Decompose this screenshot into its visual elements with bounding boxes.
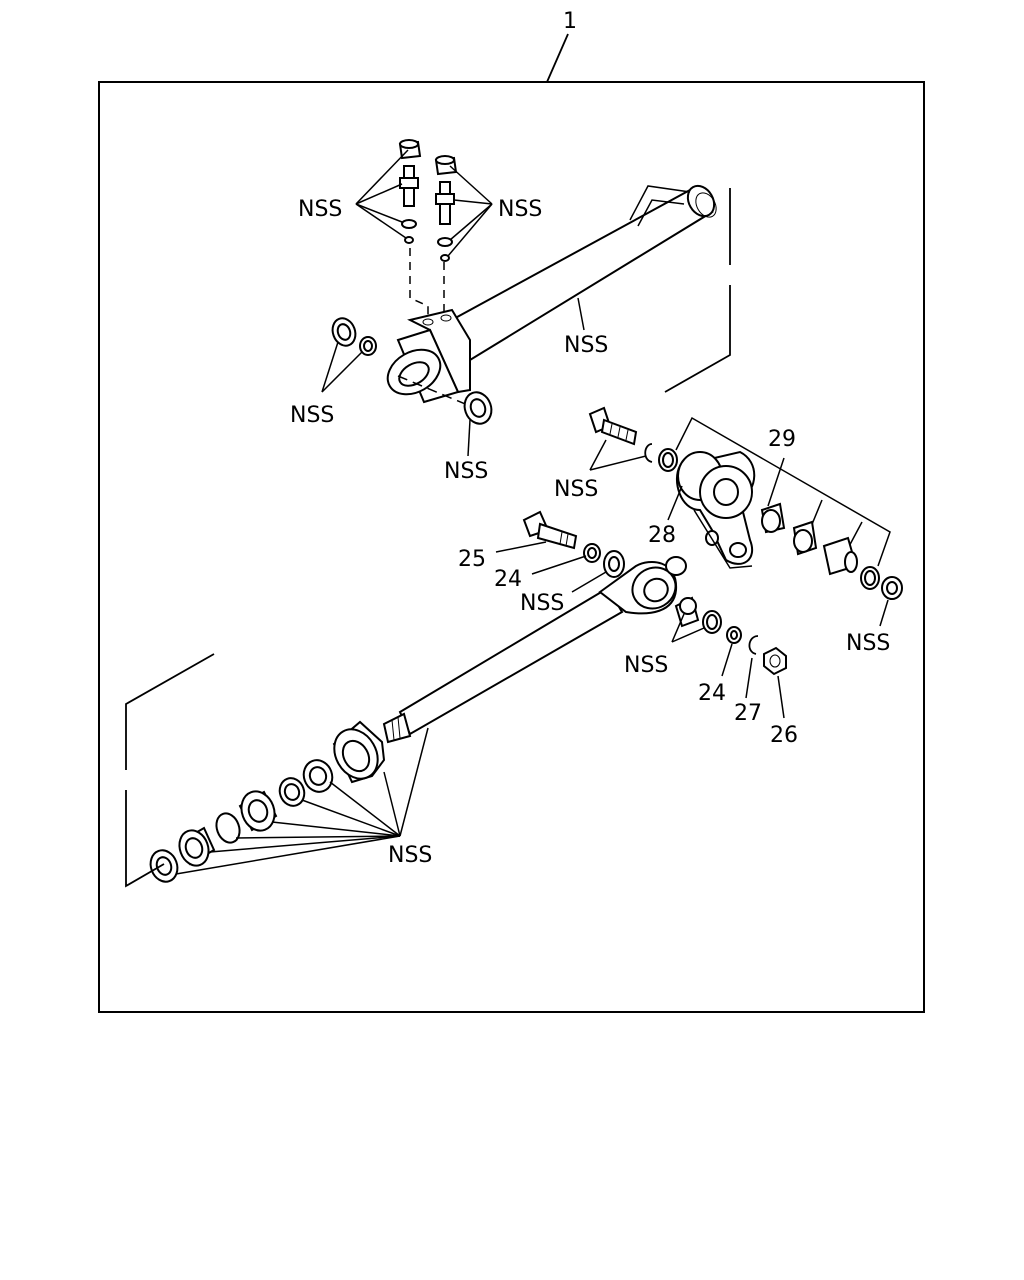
seal-stack-leaders [175, 727, 429, 875]
part-number-26: 26 [770, 723, 798, 748]
tube-leader [577, 297, 585, 331]
clevis-lower-washer [463, 391, 493, 457]
assembly-number-label: 1 [563, 9, 577, 34]
piston-seal-stack [149, 720, 386, 883]
fitting-dash-line-left [409, 248, 429, 320]
leader-nss-washer [571, 571, 607, 593]
grease-fitting-left [398, 139, 422, 244]
right-end-nut [879, 576, 903, 627]
bracket-bolt [588, 406, 638, 446]
part-number-27: 27 [734, 701, 762, 726]
eye-bushings [671, 596, 722, 643]
nss-label-eye-washer: NSS [520, 591, 564, 616]
nss-label-tube: NSS [564, 333, 608, 358]
snap-ring-27 [745, 635, 759, 699]
nss-label-fitting-left: NSS [298, 197, 342, 222]
grease-fitting-right [434, 155, 458, 262]
leader-24-upper [531, 555, 587, 575]
assembly-leader-line [546, 33, 569, 83]
nut-26 [763, 646, 787, 719]
part-number-24-upper: 24 [494, 567, 522, 592]
nss-label-clevis-washers: NSS [290, 403, 334, 428]
piston-rod [382, 556, 687, 744]
fitting-leaders [355, 149, 493, 257]
nss-label-lower-washer: NSS [444, 459, 488, 484]
pin-dash-line [397, 375, 471, 407]
part-number-25: 25 [458, 547, 486, 572]
bushing-group-29 [675, 416, 891, 590]
clevis-seal-washers [321, 317, 377, 393]
washer-24-upper [583, 543, 625, 578]
leader-28 [667, 485, 683, 521]
bracket-ring [589, 439, 678, 472]
assembly-frame [98, 81, 925, 1013]
bracket-part-28 [675, 450, 756, 569]
leader-25 [495, 541, 547, 553]
nss-label-bolt-ring: NSS [554, 477, 598, 502]
rod-eye-bolt-25 [522, 510, 578, 550]
nss-label-right-nut: NSS [846, 631, 890, 656]
nss-label-seal-stack: NSS [388, 843, 432, 868]
break-line-lower-lower [125, 790, 165, 888]
part-number-28: 28 [648, 523, 676, 548]
cylinder-tube [386, 184, 731, 404]
nss-label-bushings: NSS [624, 653, 668, 678]
break-line-lower-upper [125, 653, 215, 770]
part-number-29: 29 [768, 427, 796, 452]
nss-label-fitting-right: NSS [498, 197, 542, 222]
washer-24-lower [721, 626, 742, 677]
part-number-24-lower: 24 [698, 681, 726, 706]
